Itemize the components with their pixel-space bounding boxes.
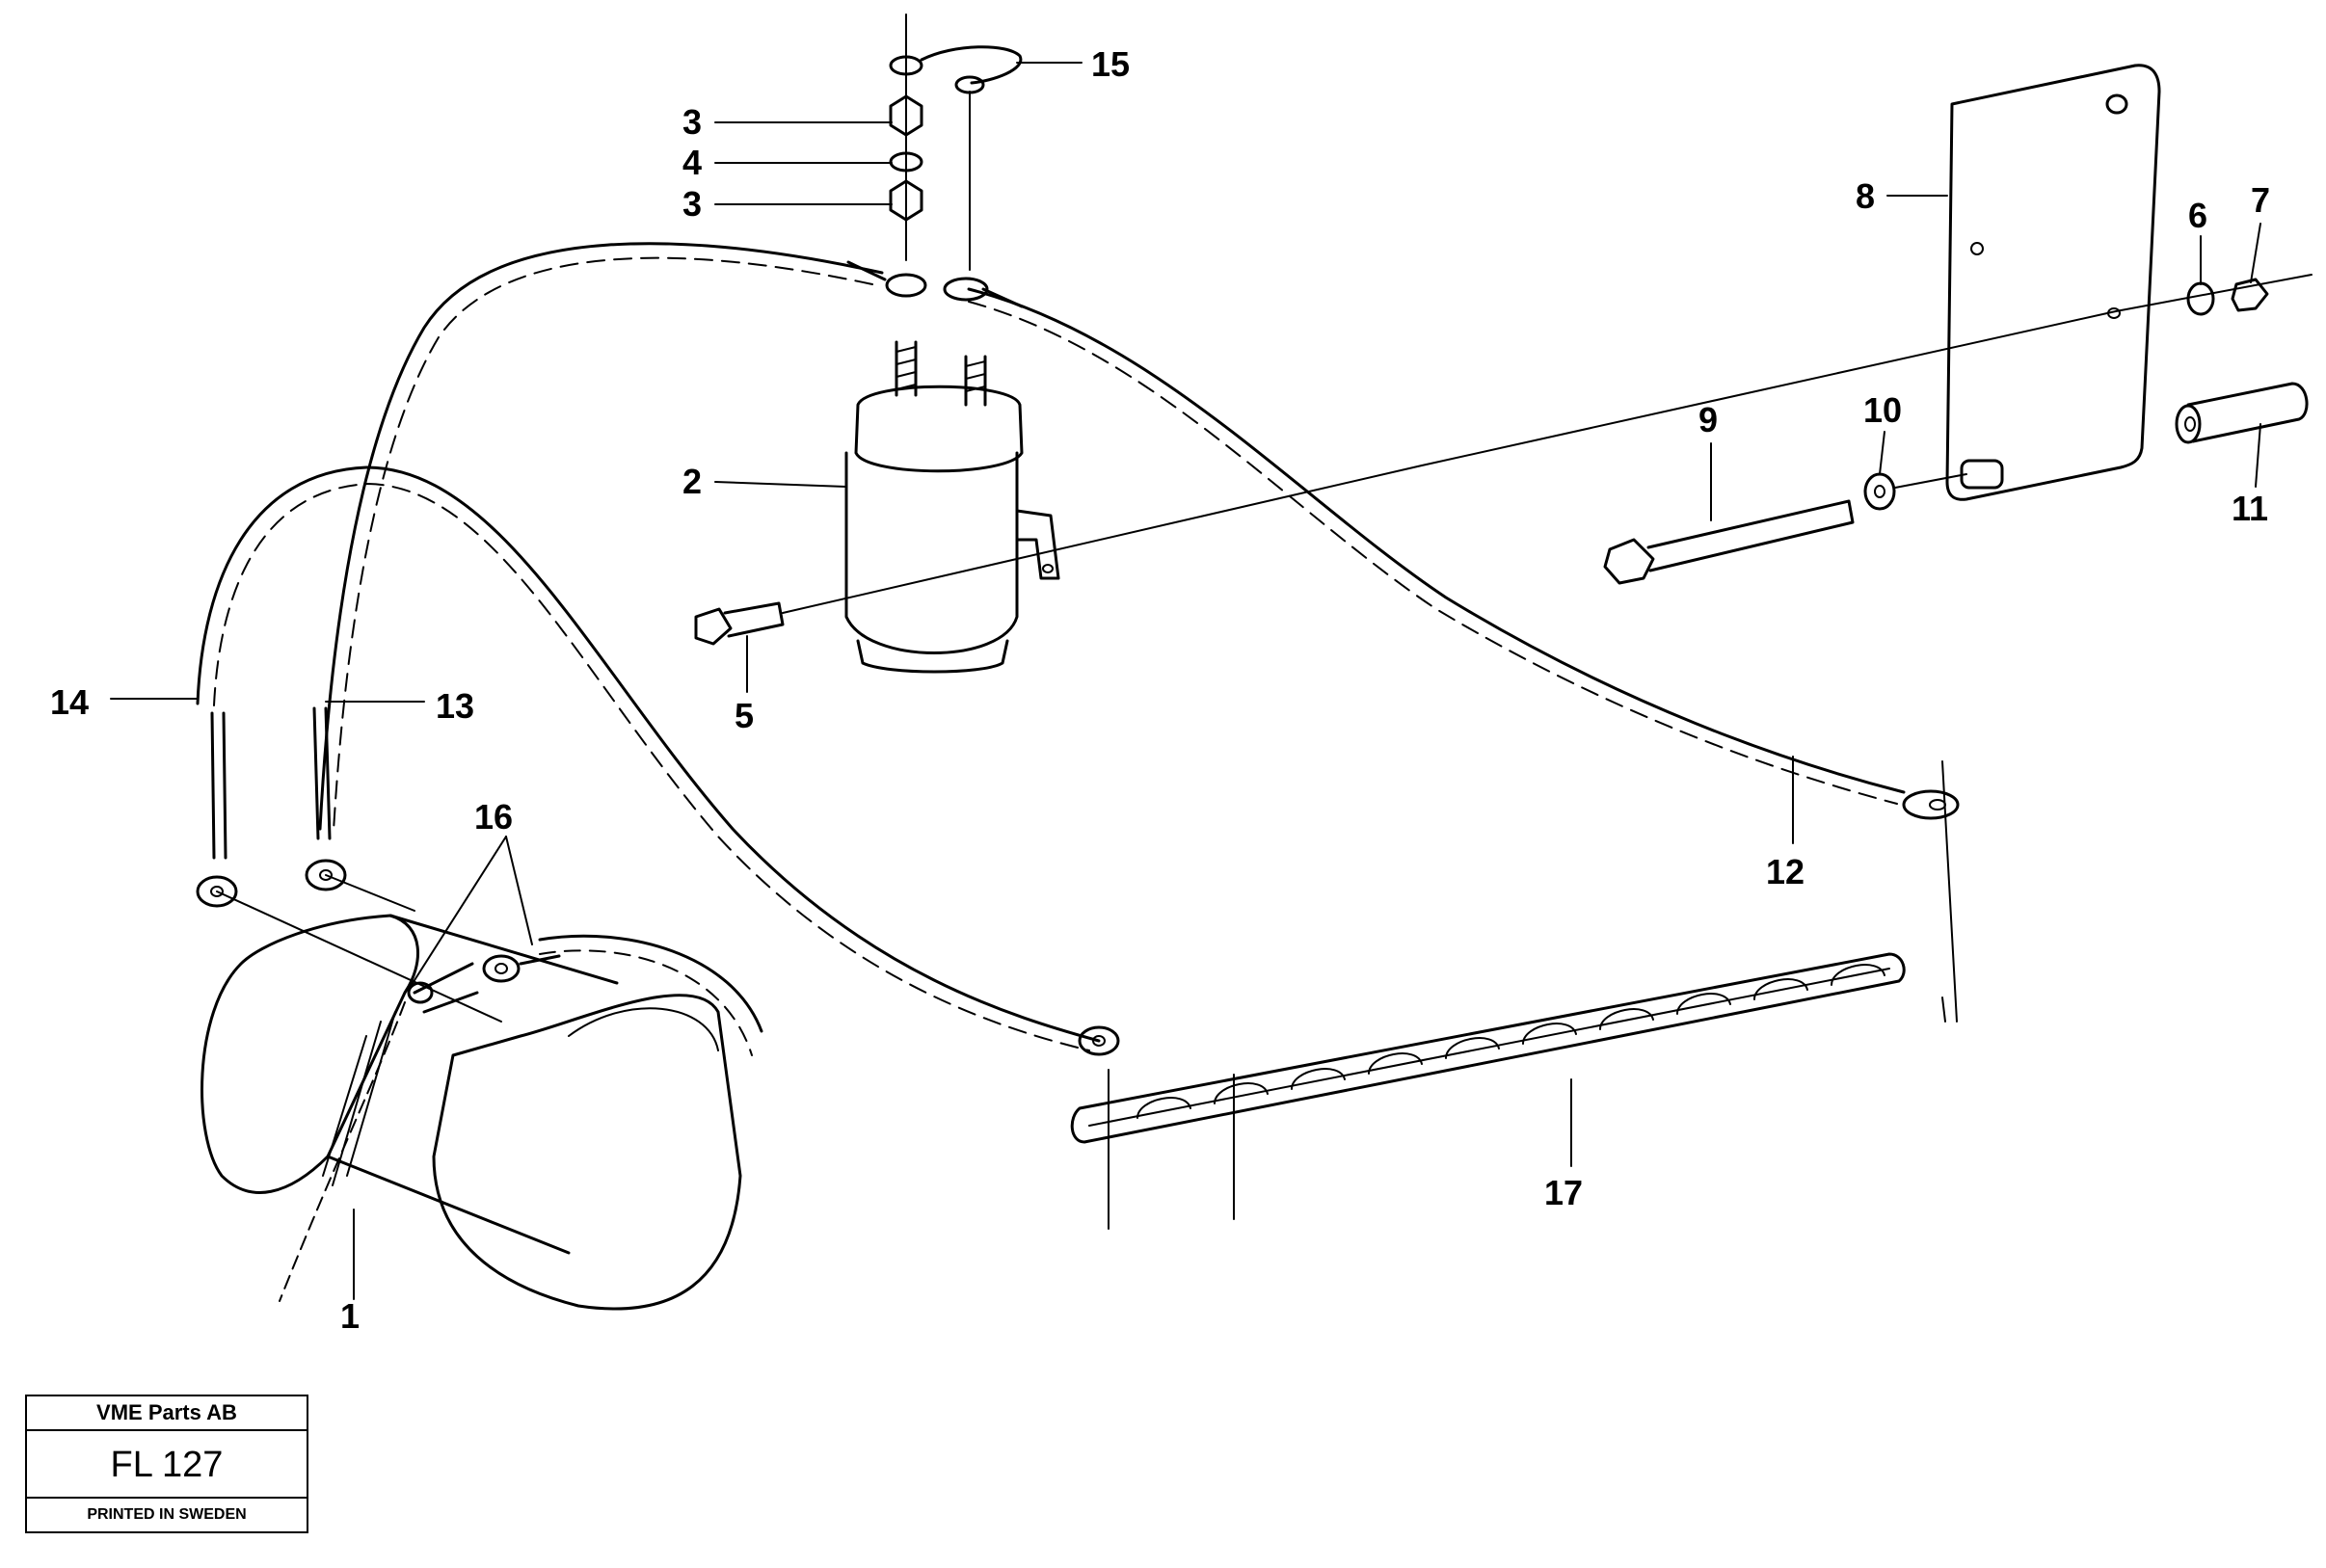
harness-strip bbox=[1070, 952, 1946, 1230]
callout-14: 14 bbox=[50, 682, 89, 722]
callouts: 1 2 3 3 4 5 6 7 8 9 10 11 12 13 14 15 16… bbox=[50, 44, 2270, 1336]
bolt-5 bbox=[694, 310, 2117, 646]
leader-lines bbox=[110, 62, 2261, 1300]
cable-routes bbox=[196, 242, 1906, 1056]
callout-3-lower: 3 bbox=[682, 184, 702, 224]
motor bbox=[201, 914, 742, 1311]
title-block: VME Parts AB FL 127 PRINTED IN SWEDEN bbox=[25, 1395, 308, 1533]
callout-13: 13 bbox=[436, 686, 474, 726]
title-block-printed: PRINTED IN SWEDEN bbox=[87, 1506, 247, 1523]
mounting-plate bbox=[1945, 64, 2161, 501]
callout-9: 9 bbox=[1698, 400, 1718, 439]
callout-17: 17 bbox=[1544, 1173, 1583, 1212]
callout-12: 12 bbox=[1766, 852, 1805, 891]
callout-16: 16 bbox=[474, 797, 513, 837]
callout-4: 4 bbox=[682, 143, 702, 182]
nut-washer-6-7 bbox=[2115, 274, 2313, 316]
solenoid bbox=[844, 340, 1060, 674]
callout-11: 11 bbox=[2232, 489, 2268, 528]
callout-5: 5 bbox=[735, 696, 754, 735]
callout-6: 6 bbox=[2188, 196, 2207, 235]
callout-2: 2 bbox=[682, 462, 702, 501]
spacer-11 bbox=[2175, 382, 2309, 444]
callout-1: 1 bbox=[340, 1296, 360, 1336]
title-block-company: VME Parts AB bbox=[27, 1396, 307, 1431]
callout-3-upper: 3 bbox=[682, 102, 702, 142]
callout-10: 10 bbox=[1863, 390, 1902, 430]
terminal-hardware-stack bbox=[846, 13, 1024, 308]
callout-15: 15 bbox=[1091, 44, 1130, 84]
bolt-9-washer-10 bbox=[1603, 472, 1967, 585]
title-block-code: FL 127 bbox=[27, 1431, 307, 1499]
cable-lugs bbox=[196, 706, 1960, 1056]
callout-7: 7 bbox=[2251, 180, 2270, 220]
callout-8: 8 bbox=[1856, 176, 1875, 216]
